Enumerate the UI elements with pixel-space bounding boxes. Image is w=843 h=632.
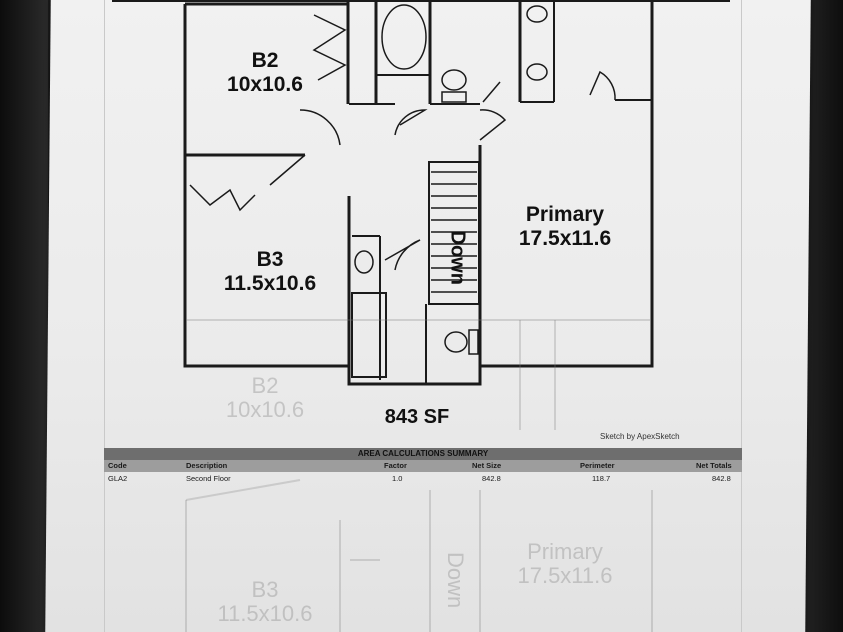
room-label-b3: B3 11.5x10.6 [195,248,345,296]
stairs-label: Down [446,230,469,285]
sink-3 [354,250,374,274]
ghost-label-b2: B2 10x10.6 [200,374,330,422]
header-factor: Factor [384,461,407,470]
ghost-room-size: 11.5x10.6 [217,601,313,626]
toilet-1 [441,69,467,91]
header-net-size: Net Size [472,461,502,470]
cell-net-size: 842.8 [482,474,501,483]
sink-1 [526,5,548,23]
room-label-b2: B2 10x10.6 [205,49,325,97]
hall-door-swing [394,109,428,136]
ghost-room-name: B3 [251,577,279,602]
cell-perimeter: 118.7 [592,474,611,483]
room-name: B3 [256,248,284,271]
bath-tub-oval [381,4,427,70]
ghost-label-primary: Primary 17.5x11.6 [490,540,640,588]
cell-description: Second Floor [186,474,231,483]
room-name: Primary [525,203,605,226]
header-code: Code [108,461,127,470]
header-net-totals: Net Totals [696,461,732,470]
header-perimeter: Perimeter [580,461,615,470]
area-summary-row: GLA2 Second Floor 1.0 842.8 118.7 842.8 [104,473,742,485]
cell-factor: 1.0 [392,474,403,483]
area-summary-header-row: Code Description Factor Net Size Perimet… [104,460,742,472]
b2-closet-door [312,14,347,81]
bathtub [351,292,387,378]
total-area-label: 843 SF [384,406,450,428]
b2-door-swing [299,109,341,146]
sink-2 [526,63,548,81]
paper-margin-line-right [741,0,742,632]
background-left [0,0,48,632]
toilet-2 [444,331,468,353]
room-size: 17.5x11.6 [518,227,612,250]
ghost-label-b3: B3 11.5x10.6 [190,578,340,626]
area-summary-title: AREA CALCULATIONS SUMMARY [104,448,742,460]
outer-wall [183,0,654,386]
room-name: B2 [251,49,279,72]
b3-closet-door [189,184,256,212]
room-size: 11.5x10.6 [223,272,317,295]
sketch-credit: Sketch by ApexSketch [600,432,680,441]
header-description: Description [186,461,228,470]
ghost-room-size: 10x10.6 [225,397,305,422]
ghost-room-name: Primary [527,539,603,564]
paper-margin-line-left [104,0,105,632]
room-size: 10x10.6 [227,73,303,96]
cell-net-totals: 842.8 [712,474,731,483]
ghost-room-name: B2 [251,373,279,398]
ghost-stairs-label: Down [443,552,468,609]
ghost-room-size: 17.5x11.6 [517,563,613,588]
room-label-primary: Primary 17.5x11.6 [490,203,640,251]
primary-door-swing [479,109,507,141]
cell-code: GLA2 [108,474,128,483]
